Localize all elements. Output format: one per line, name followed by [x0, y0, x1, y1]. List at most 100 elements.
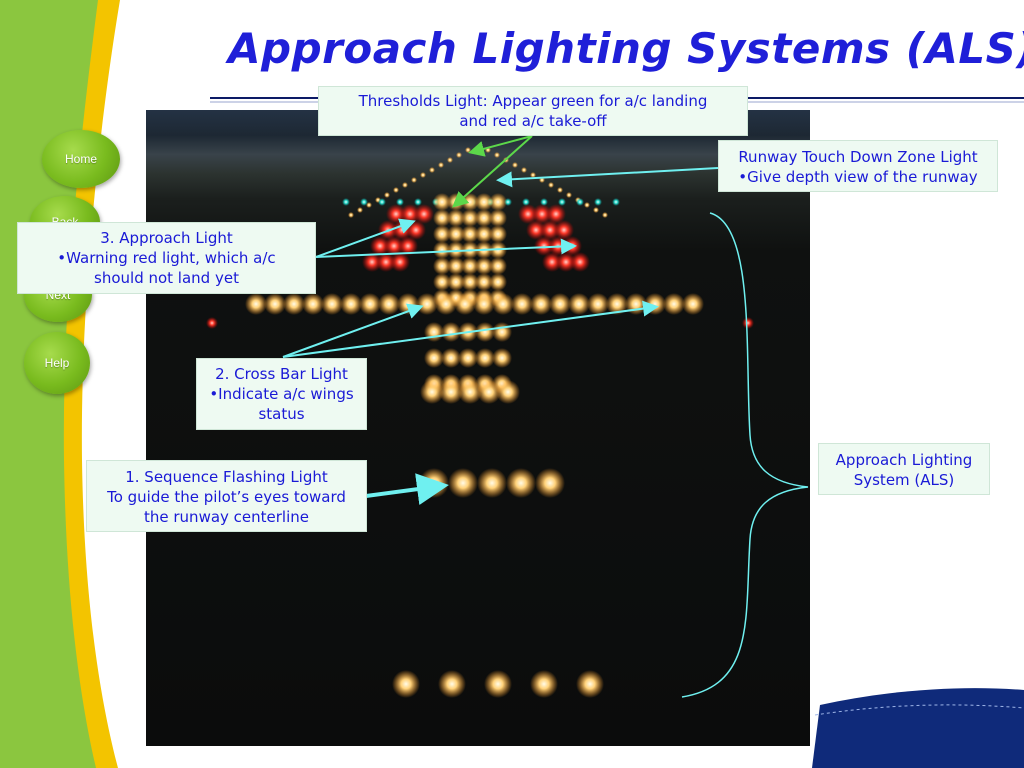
- runway-light: [454, 293, 476, 315]
- runway-light: [429, 167, 435, 173]
- runway-light: [506, 468, 536, 498]
- approach-arrow-2: [315, 238, 577, 258]
- runway-light: [359, 293, 381, 315]
- runway-light: [461, 225, 479, 243]
- runway-light: [475, 348, 495, 368]
- runway-light: [438, 670, 466, 698]
- runway-light: [433, 209, 451, 227]
- runway-light: [473, 293, 495, 315]
- touchdown-line1: Runway Touch Down Zone Light: [738, 148, 978, 166]
- bottom-navy-band: [812, 688, 1024, 768]
- runway-light: [393, 187, 399, 193]
- runway-light: [576, 198, 584, 206]
- runway-light: [384, 236, 404, 256]
- runway-light: [554, 220, 574, 240]
- crossbar-line1: 2. Cross Bar Light: [215, 365, 348, 383]
- help-button[interactable]: Help: [24, 332, 90, 394]
- runway-light: [612, 198, 620, 206]
- runway-light: [411, 177, 417, 183]
- runway-light: [376, 252, 396, 272]
- bottom-dotted-line: [814, 704, 1024, 716]
- runway-light: [530, 670, 558, 698]
- als-line1: Approach Lighting: [835, 451, 973, 469]
- runway-light: [433, 273, 451, 291]
- runway-light: [492, 348, 512, 368]
- crossbar-line2: •Indicate a/c wings: [209, 385, 354, 403]
- runway-light: [433, 257, 451, 275]
- approach-line3: should not land yet: [94, 269, 239, 287]
- crossbar-callout: 2. Cross Bar Light •Indicate a/c wings s…: [196, 358, 367, 430]
- touchdown-line2: •Give depth view of the runway: [738, 168, 978, 186]
- home-button[interactable]: Home: [42, 130, 120, 188]
- runway-light: [489, 257, 507, 275]
- runway-light: [557, 187, 563, 193]
- runway-light: [475, 257, 493, 275]
- runway-light: [532, 204, 552, 224]
- runway-light: [576, 670, 604, 698]
- runway-light: [414, 204, 434, 224]
- threshold-callout: Thresholds Light: Appear green for a/c l…: [318, 86, 748, 136]
- runway-light: [447, 273, 465, 291]
- runway-light: [530, 293, 552, 315]
- runway-light: [542, 252, 562, 272]
- runway-light: [546, 204, 566, 224]
- touchdown-arrow: [496, 167, 719, 188]
- runway-light: [435, 293, 457, 315]
- approach-line2: •Warning red light, which a/c: [57, 249, 276, 267]
- runway-light: [587, 293, 609, 315]
- runway-light: [321, 293, 343, 315]
- threshold-arrow-2: [452, 135, 533, 208]
- runway-light: [489, 193, 507, 211]
- runway-light: [461, 257, 479, 275]
- runway-light: [489, 273, 507, 291]
- runway-light: [264, 293, 286, 315]
- runway-light: [447, 257, 465, 275]
- runway-light: [682, 293, 704, 315]
- runway-light: [475, 225, 493, 243]
- runway-light: [378, 293, 400, 315]
- runway-light: [492, 293, 514, 315]
- runway-light: [548, 182, 554, 188]
- sequence-line3: the runway centerline: [144, 508, 309, 526]
- threshold-line1: Thresholds Light: Appear green for a/c l…: [358, 92, 708, 110]
- runway-light: [441, 348, 461, 368]
- page-title: Approach Lighting Systems (ALS): [228, 24, 1024, 73]
- runway-light: [496, 380, 520, 404]
- runway-light: [477, 380, 501, 404]
- runway-light: [584, 202, 590, 208]
- runway-light: [534, 236, 554, 256]
- runway-light: [342, 198, 350, 206]
- runway-light: [663, 293, 685, 315]
- runway-light: [456, 152, 462, 158]
- runway-light: [489, 209, 507, 227]
- runway-light: [518, 204, 538, 224]
- runway-light: [433, 225, 451, 243]
- runway-light: [511, 293, 533, 315]
- runway-light: [439, 380, 463, 404]
- sequence-line2: To guide the pilot’s eyes toward: [107, 488, 346, 506]
- runway-light: [420, 172, 426, 178]
- runway-light: [370, 236, 390, 256]
- runway-light: [742, 317, 754, 329]
- runway-light: [348, 212, 354, 218]
- runway-light: [594, 198, 602, 206]
- runway-light: [489, 225, 507, 243]
- runway-light: [420, 380, 444, 404]
- runway-light: [402, 182, 408, 188]
- runway-light: [566, 192, 572, 198]
- runway-light: [461, 273, 479, 291]
- approach-arrow-1: [315, 218, 416, 258]
- runway-light: [448, 468, 478, 498]
- help-label: Help: [44, 356, 70, 370]
- runway-light: [475, 193, 493, 211]
- runway-light: [606, 293, 628, 315]
- runway-light: [414, 198, 422, 206]
- runway-light: [302, 293, 324, 315]
- runway-light: [549, 293, 571, 315]
- runway-light: [540, 220, 560, 240]
- runway-light: [340, 293, 362, 315]
- runway-light: [378, 198, 386, 206]
- runway-light: [458, 380, 482, 404]
- runway-light: [558, 198, 566, 206]
